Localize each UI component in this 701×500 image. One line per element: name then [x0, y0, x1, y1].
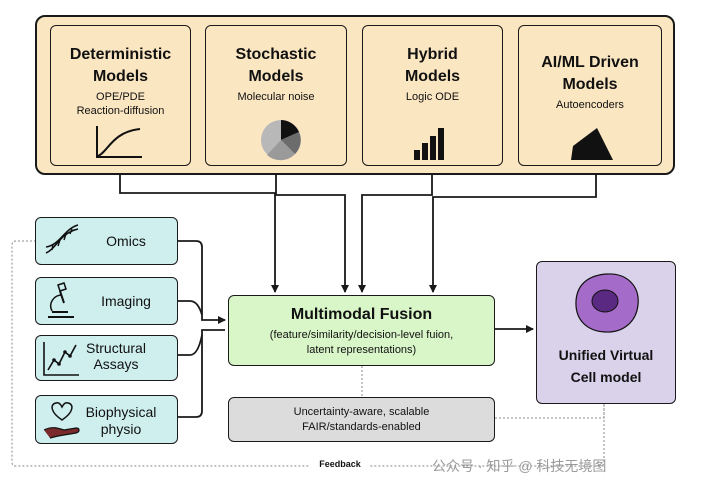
dna-icon — [45, 224, 79, 254]
connector-hybrid — [358, 175, 433, 293]
watermark: 公众号 · 知乎 @ 科技无境图 — [432, 458, 607, 474]
stochastic-title-line1: Stochastic — [235, 46, 317, 63]
aiml-models-box: AI/ML Driven Models Autoencoders — [518, 25, 662, 166]
biophysical-physio-box: Biophysical physio — [35, 395, 178, 444]
cell-icon — [575, 273, 639, 333]
hybrid-models-box: Hybrid Models Logic ODE — [362, 25, 503, 166]
cell-title-line1: Unified Virtual — [558, 347, 654, 363]
stochastic-title-line2: Models — [248, 68, 304, 85]
hybrid-sub-line1: Logic ODE — [405, 91, 460, 103]
connector-biophysical — [178, 329, 225, 418]
fusion-title: Multimodal Fusion — [290, 306, 433, 323]
connector-stochastic — [275, 175, 349, 293]
structural-assays-box: Structural Assays — [35, 335, 178, 381]
microscope-icon — [48, 282, 74, 318]
omics-label: Omics — [106, 233, 146, 249]
deterministic-sub-line2: Reaction-diffusion — [76, 105, 165, 117]
cell-title-line2: Cell model — [570, 369, 642, 385]
omics-box: Omics — [35, 217, 178, 265]
structural-label-line1: Structural — [86, 340, 146, 356]
uncertainty-line1: Uncertainty-aware, scalable — [293, 406, 430, 418]
biophysical-label-line2: physio — [100, 421, 142, 437]
deterministic-models-box: Deterministic Models OPE/PDE Reaction-di… — [50, 25, 191, 166]
stochastic-models-box: Stochastic Models Molecular noise — [205, 25, 347, 166]
fusion-sub-line1: (feature/similarity/decision-level fuion… — [269, 329, 454, 341]
deterministic-title-line1: Deterministic — [69, 46, 172, 63]
connector-structural — [178, 334, 203, 356]
aiml-sub-line1: Autoencoders — [556, 99, 624, 111]
uncertainty-line2: FAIR/standards-enabled — [302, 421, 421, 433]
uncertainty-box: Uncertainty-aware, scalable FAIR/standar… — [228, 397, 495, 442]
dotted-uncertainty-cell — [495, 404, 605, 419]
curve-graph-icon — [96, 126, 142, 158]
line-chart-icon — [43, 342, 79, 376]
heart-hand-icon — [43, 402, 80, 439]
connector-omics — [178, 240, 226, 324]
aiml-title-line1: AI/ML Driven — [541, 54, 639, 71]
area-shape-icon — [571, 128, 613, 160]
pie-chart-icon — [261, 120, 301, 161]
structural-label-line2: Assays — [93, 356, 139, 372]
imaging-box: Imaging — [35, 277, 178, 325]
hybrid-title-line2: Models — [404, 68, 461, 85]
hybrid-title-line1: Hybrid — [407, 46, 458, 63]
deterministic-title-line2: Models — [92, 68, 149, 85]
bar-chart-icon — [414, 128, 444, 160]
feedback-label: Feedback — [310, 459, 370, 469]
stochastic-sub-line1: Molecular noise — [237, 91, 315, 103]
connector-imaging — [178, 300, 203, 316]
biophysical-label-line1: Biophysical — [85, 404, 157, 420]
multimodal-fusion-box: Multimodal Fusion (feature/similarity/de… — [228, 295, 495, 366]
fusion-sub-line2: latent representations) — [306, 344, 417, 356]
deterministic-sub-line1: OPE/PDE — [96, 91, 145, 103]
aiml-title-line2: Models — [562, 76, 618, 93]
unified-virtual-cell-box: Unified Virtual Cell model — [536, 261, 676, 404]
imaging-label: Imaging — [101, 293, 151, 309]
